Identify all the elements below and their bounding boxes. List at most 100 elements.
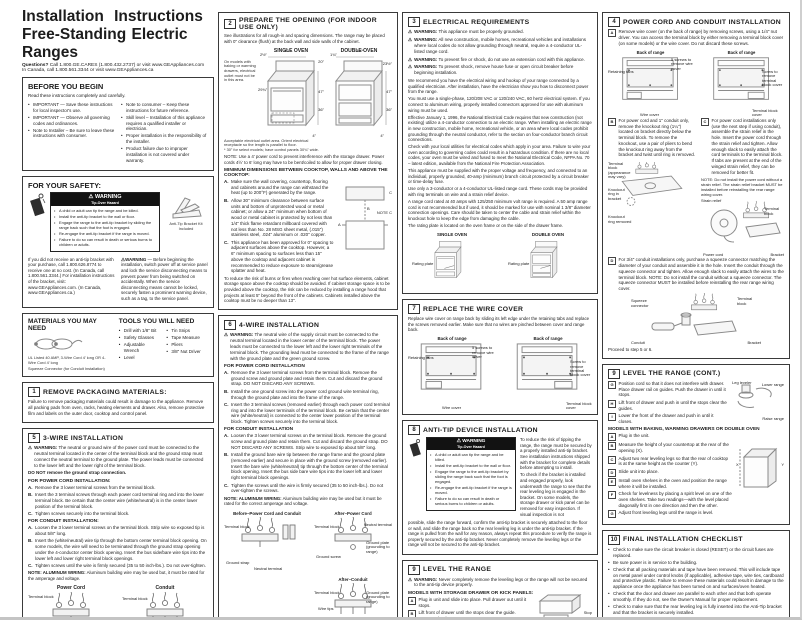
section-title: FOR YOUR SAFETY: (28, 180, 102, 190)
column-2: 2 PREPARE THE OPENING (FOR INDOOR USE ON… (218, 12, 398, 617)
rating-plate-sketch (530, 241, 558, 278)
list-item: Drill with 1/8" Bit (119, 328, 161, 334)
diagram-label: Terminal block (314, 523, 340, 529)
warning-note: ⚠ WARNING: Never completely remove the l… (408, 576, 588, 588)
intro-text: Read these instructions completely and c… (28, 93, 126, 99)
aluminum-note: NOTE: ALUMINUM WIRING: Aluminum building… (28, 570, 205, 581)
list-item: 3/8" Nut Driver (166, 349, 208, 355)
step-number: 2 (224, 19, 236, 29)
step-title: REMOVE PACKAGING MATERIALS: (43, 388, 167, 396)
subsection-title: FOR POWER CORD INSTALLATION: (28, 478, 111, 484)
paragraph: The rating plate is located on the oven … (408, 222, 564, 228)
paragraph: A range cord rated at 40 amps with 125/2… (408, 199, 591, 221)
diagram-label: Y (781, 461, 784, 467)
questions-line: Questions? Call 1.800.GE.CARES (1.800.43… (22, 63, 214, 68)
counter-height-sketch (739, 447, 778, 488)
diagram-label: Raise range (762, 415, 784, 421)
tip-over-list: A child or adult can tip the range and b… (430, 452, 512, 507)
diagram-label: Strain relief (701, 198, 722, 204)
step-item: A.Loosen the 3 lower terminal screws on … (28, 525, 205, 537)
warning-icon: ⚠ (28, 445, 33, 451)
step-body: Replace wire cover on range back by slid… (408, 316, 590, 333)
step-title: POWER CORD AND CONDUIT INSTALLATION (623, 18, 782, 26)
models-title: MODELS WITH STORAGE DRAWER OR KICK PANEL… (408, 590, 534, 596)
step-title: REPLACE THE WIRE COVER (423, 305, 524, 313)
step-item: A.Make sure the wall covering, counterto… (224, 178, 329, 197)
list-item: Be sure power is in service to the build… (608, 560, 784, 566)
diagram-label: Bracket (770, 251, 784, 257)
warning-icon: ⚠ (408, 576, 413, 582)
warning-note: ⚠ WARNING: This appliance must be proper… (408, 29, 524, 34)
diagram-label: Terminal block (28, 594, 54, 600)
terminal-block-sketch (241, 516, 296, 547)
dimension-label: 2½" (260, 51, 267, 57)
step-title: FINAL INSTALLATION CHECKLIST (623, 536, 743, 544)
terminal-block-sketch (334, 516, 372, 550)
warning-icon: ⚠ (408, 36, 413, 42)
list-item: Check that the door and drawer are paral… (608, 591, 784, 603)
step-b-block: B For power cord and 1" conduit only, re… (608, 117, 696, 257)
dimension-label: 20" (318, 58, 324, 64)
warning-note: ⚠ WARNING: The neutral or ground wire of… (28, 445, 204, 468)
section-step-6: 6 4-WIRE INSTALLATION ⚠ WARNING: The neu… (218, 315, 398, 617)
step-item: B.Install the one ground screw into the … (224, 388, 379, 401)
list-item: Product failure due to improper installa… (121, 146, 208, 164)
terminal-block-sketch (334, 582, 372, 614)
diagram-label: Terminal block (764, 206, 780, 216)
diagram-label: Bracket (747, 339, 761, 345)
warning-icon: ⚠ (408, 56, 413, 62)
before-list-right: Note to consumer – Keep these instructio… (121, 102, 208, 165)
list-item: IMPORTANT — Observe all governing codes … (28, 115, 115, 127)
paragraph: Use only a 3-conductor or a 4-conductor … (408, 186, 588, 197)
warning-icon: ⚠ (224, 332, 229, 338)
step-title: LEVEL THE RANGE (CONT.) (623, 370, 721, 378)
power-cord-steps: A.Remove the 3 lower terminal screws fro… (224, 369, 392, 425)
list-item: Note to Installer – Be sure to leave the… (28, 128, 115, 140)
diagram-label: Lower range (761, 381, 784, 387)
masthead: Installation Instructions Free-Standing … (22, 8, 214, 73)
warning-note: ⚠ WARNING: To prevent fire or shock, do … (408, 56, 585, 62)
after-power-cord-diagram: After–Power Cord Terminal block Neutral … (314, 510, 392, 559)
section-step-4: 4 POWER CORD AND CONDUIT INSTALLATION A … (602, 12, 790, 359)
step-number: 7 (408, 304, 420, 314)
step-item: C.This appliance has been approved for 0… (224, 239, 334, 275)
diagram-label: 5 screws to remove wire cover (472, 345, 494, 360)
step-item: C.Tighten the screws until the wire is f… (224, 482, 384, 495)
conduit-diagram: Conduit Terminal block Wire tips (122, 583, 208, 617)
tip-over-hazard-icon (409, 439, 421, 457)
warning-note: ⚠ WARNING: The neutral wire of the suppl… (224, 332, 389, 361)
section-materials-tools: MATERIALS YOU MAY NEED UL Listed 40 AMP,… (22, 313, 214, 378)
single-oven-rating-diagram: SINGLE OVEN Rating plate (412, 230, 492, 284)
terminal-cover-diagram: Back of range Screw to remove terminal b… (504, 334, 592, 410)
diagram-label: 5 screws to remove wire cover (671, 56, 693, 71)
strain-relief-sketch (710, 200, 781, 243)
section-step-9: 9 LEVEL THE RANGE ⚠ WARNING: Never compl… (402, 559, 598, 617)
page-subtitle: Free-Standing Electric Ranges (22, 25, 188, 61)
list-item: Level (119, 355, 161, 361)
before-diagram: Before–Power Cord and Conduit Terminal b… (224, 510, 301, 571)
section-step-8: 8 ANTI-TIP DEVICE INSTALLATION ⚠ WARNING… (402, 420, 598, 555)
diagram-label: NOTE C (376, 209, 392, 215)
diagram-label: Terminal block cover (566, 400, 592, 410)
section-step-2: 2 PREPARE THE OPENING (FOR INDOOR USE ON… (218, 12, 398, 311)
step-item: B For power cord and 1" conduit only, re… (608, 117, 696, 158)
materials-title: MATERIALS YOU MAY NEED (28, 318, 97, 333)
range-cord-icon (34, 338, 83, 350)
step-item: A.Remove the 3 lower terminal screws fro… (224, 369, 383, 388)
warning-icon: ⚠ (88, 193, 94, 200)
diagram-label: Screw to remove terminal block cover (762, 68, 783, 88)
terminal-cover-diagram: Back of range Screw to remove terminal b… (699, 48, 784, 118)
questions-text: Call 1.800.GE.CARES (1.800.432.2737) or … (49, 63, 205, 69)
min-dims-title: MINIMUM DIMENSIONS BETWEEN COOKTOP, WALL… (224, 167, 388, 178)
